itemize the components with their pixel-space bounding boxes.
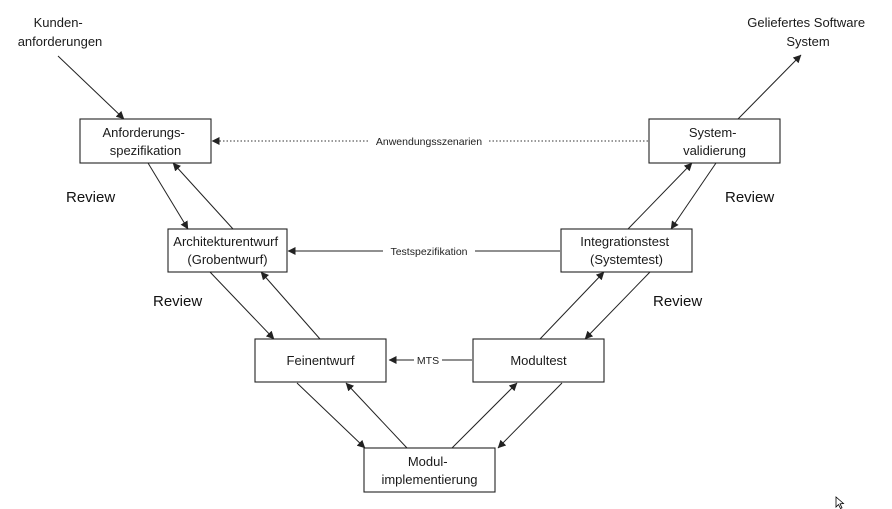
arrow-fine-to-impl (296, 382, 366, 449)
test-spec-label-bg (383, 243, 475, 259)
node-requirements-spec: Anforderungs- spezifikation (79, 118, 212, 164)
arrow-req-to-arch (147, 162, 189, 230)
svg-text:Architekturentwurf (Grob: Architekturentwurf (Grobentwurf) (173, 234, 281, 267)
arrow-integ-to-modtest (584, 271, 651, 340)
review-label-left-lower: Review (153, 293, 202, 310)
review-label-right-upper: Review (725, 189, 774, 206)
delivered-software-label: Geliefertes Software System (747, 15, 868, 49)
arrow-sysval-to-integ (670, 162, 717, 230)
node-architecture-design: Architekturentwurf (Grobentwurf) (167, 228, 288, 273)
node-module-implementation: Modul- implementierung (363, 447, 496, 493)
input-arrow (57, 55, 125, 120)
use-case-scenarios-label-bg (370, 133, 488, 149)
arrow-impl-to-modtest (451, 382, 518, 449)
arrow-integ-to-sysval (627, 162, 693, 230)
node-module-test: Modultest (472, 338, 605, 383)
svg-text:Feinentwurf: Feinentwurf (287, 353, 355, 368)
review-label-right-lower: Review (653, 293, 702, 310)
mts-label-bg (414, 352, 442, 368)
mts-label: MTS (417, 355, 439, 367)
node-system-validation: System- validierung (648, 118, 781, 164)
test-spec-label: Testspezifikation (390, 246, 467, 258)
svg-text:Anforderungs- spezifikat: Anforderungs- spezifikation (102, 125, 188, 158)
use-case-scenarios-label: Anwendungsszenarien (376, 136, 482, 148)
svg-text:System- validierung: System- validierung (683, 125, 746, 158)
customer-requirements-label: Kunden- anforderungen (18, 15, 103, 49)
mouse-cursor-icon (835, 496, 845, 509)
node-integration-test: Integrationstest (Systemtest) (560, 228, 693, 273)
review-label-left-upper: Review (66, 189, 115, 206)
arrow-impl-to-fine (345, 382, 408, 449)
arrow-arch-to-req (172, 162, 234, 230)
svg-text:Modultest: Modultest (510, 353, 567, 368)
output-arrow (737, 54, 802, 120)
arrow-modtest-to-integ (539, 271, 605, 340)
arrow-fine-to-arch (260, 271, 321, 340)
svg-text:Integrationstest (System: Integrationstest (Systemtest) (580, 234, 673, 267)
node-detailed-design: Feinentwurf (254, 338, 387, 383)
svg-text:Modul- implementierung: Modul- implementierung (381, 454, 477, 487)
arrow-arch-to-fine (209, 271, 275, 340)
arrow-modtest-to-impl (497, 382, 563, 449)
